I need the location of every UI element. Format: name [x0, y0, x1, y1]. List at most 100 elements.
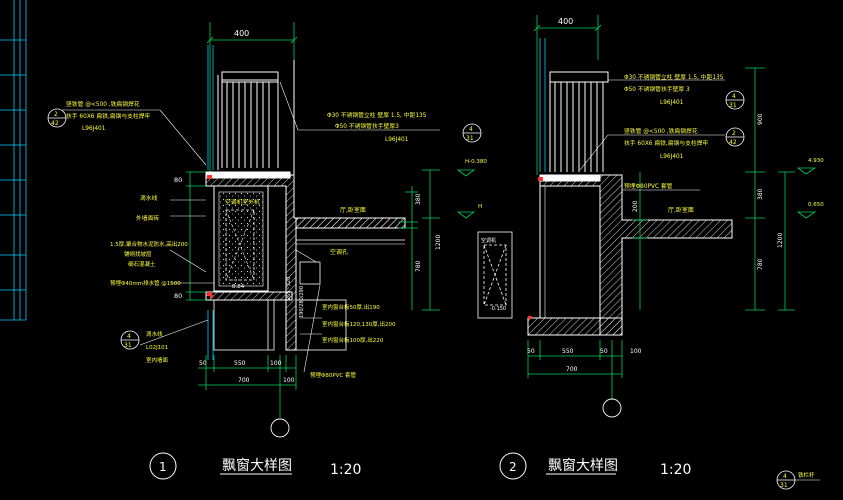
level-label: 4.930: [808, 158, 824, 164]
bay-window-box-2: [527, 174, 733, 336]
tag-text: 2: [54, 111, 58, 118]
detail-2: 400: [499, 15, 824, 480]
note-railing: Φ30 不锈钢管立柱 壁厚 1.5, 中距135: [327, 111, 427, 119]
axis-bubble: [270, 418, 290, 438]
level-mark: [456, 211, 476, 219]
axis-bubble: [602, 398, 622, 418]
dim-label: 780: [415, 260, 422, 272]
note-wall: 外墙面砖: [136, 214, 159, 222]
ac-elevation: [477, 231, 513, 319]
dim-bottom-1: [198, 355, 297, 418]
detail-number: 2: [509, 460, 517, 474]
dim-label: 50: [600, 348, 608, 355]
dim-top-400-2: [533, 15, 602, 175]
floor-slab-1: [295, 217, 406, 351]
dim-label: 400: [234, 29, 249, 38]
note-railing: 竖铁管 @<500 ,铁扁钢焊花: [624, 127, 698, 135]
detail-number-circle: [149, 452, 177, 480]
note-wall: 1.5厚,聚合物水泥防水,高出200: [110, 240, 188, 248]
dim-label: 100: [283, 377, 295, 384]
dim-label: 700: [238, 377, 250, 384]
note-railing: 竖铁管 @<500 ,铁扁钢焊花: [66, 100, 140, 108]
tag-text: 42: [51, 120, 59, 127]
dim-label: 190/280/290: [299, 286, 305, 318]
dim-label: 400: [558, 17, 573, 26]
tag-text: 4: [783, 473, 787, 480]
note-sill: 室内窗台板120,130厚,出200: [322, 320, 396, 328]
red-markers-2: [528, 177, 543, 319]
note-box: 空调机室外机: [225, 198, 260, 206]
dim-label: 80: [174, 176, 182, 184]
note-sill: 室内窗台板50厚,出190: [322, 303, 380, 311]
note-railing: 扶手 60X6 扁铁,扁钢与支柱焊牢: [66, 112, 151, 120]
note-floor: 厅,卧室面: [668, 206, 694, 214]
red-markers-1: [207, 175, 213, 298]
detail-number: 1: [159, 460, 167, 474]
tag-text: 4: [127, 333, 131, 340]
note-bottom: L02J101: [146, 345, 168, 351]
detail-1: 400: [47, 22, 513, 480]
dim-label: 1200: [777, 233, 784, 248]
level-label: H: [478, 204, 482, 210]
tag-text: 4: [732, 93, 736, 100]
tag-text: 31: [729, 102, 737, 109]
note-ac-mark: -0.150: [490, 306, 506, 312]
leader-lines-2: [579, 79, 725, 191]
index-tag-2: [725, 90, 745, 147]
index-tag: [47, 108, 482, 350]
tag-text: 31: [780, 482, 788, 489]
window-glass-2: [539, 38, 546, 172]
level-label: 0.650: [808, 202, 824, 208]
tag-text: 4: [469, 126, 473, 133]
railing-1: [217, 71, 279, 170]
dim-right-2: [632, 67, 795, 311]
dim-label: 780: [757, 258, 764, 270]
note-pvc: 预埋Φ80PVC 套管: [310, 371, 356, 379]
note-bottom: 室内墙面: [146, 356, 169, 364]
dim-label: 50: [199, 360, 207, 367]
railing-2: [549, 71, 609, 172]
dim-label: 100: [270, 360, 282, 367]
note-railing: Φ50 不锈钢管扶手壁厚 3: [624, 85, 690, 93]
window-glass: [207, 45, 214, 360]
note-railing: L96J401: [660, 100, 684, 106]
tag-label: 铁栏杆: [798, 471, 815, 479]
note-bottom: 滴水线: [146, 330, 163, 338]
dim-label: 1200: [435, 235, 442, 250]
note-railing: Φ30 不锈钢管立柱 壁厚 1.5, 中距135: [624, 73, 724, 81]
note-floor: 厅,卧室面: [340, 206, 366, 214]
dim-label: 380: [757, 188, 764, 200]
dim-label: 80: [174, 292, 182, 300]
level-mark: [796, 211, 817, 219]
dim-bottom-2: [527, 340, 623, 400]
note-railing: L96J401: [385, 137, 409, 143]
dim-label: 265~320: [286, 277, 292, 300]
note-railing: Φ50 不锈钢管扶手壁厚3: [335, 122, 399, 130]
title-block-strip: [0, 0, 27, 321]
note-wall: 细石混凝土: [128, 260, 156, 268]
dim-label: 200: [632, 200, 639, 212]
note-ac: 空调孔: [330, 248, 348, 256]
dim-left-1: [186, 171, 206, 301]
note-wall: 滴水线: [140, 194, 158, 202]
detail-title: 飘窗大样图: [222, 457, 292, 474]
corner-index-tag: 4 31 铁栏杆: [776, 470, 820, 490]
level-label: H-0.380: [465, 159, 487, 165]
detail-title: 飘窗大样图: [548, 457, 618, 474]
note-pvc: 预埋Φ80PVC 套管: [624, 182, 673, 190]
note-mark: 8.84: [232, 284, 245, 290]
note-wall: 铺砌找坡层: [124, 250, 152, 258]
dim-label: 380: [415, 193, 422, 205]
leader-lines-1: [62, 81, 440, 373]
level-mark: [796, 167, 817, 175]
note-railing: 扶手 60X6 扁铁,扁钢与支柱焊牢: [624, 139, 709, 147]
note-drain: 预埋Φ40mm排水管 @1500: [110, 279, 181, 287]
detail-number-circle: [499, 452, 527, 480]
dim-label: 100: [630, 348, 642, 355]
tag-text: 31: [466, 135, 474, 142]
dim-top-400: [206, 22, 298, 175]
dim-label: 550: [562, 348, 574, 355]
note-sill: 室内窗台板100厚,出220: [322, 336, 384, 344]
tag-text: 2: [732, 130, 736, 137]
